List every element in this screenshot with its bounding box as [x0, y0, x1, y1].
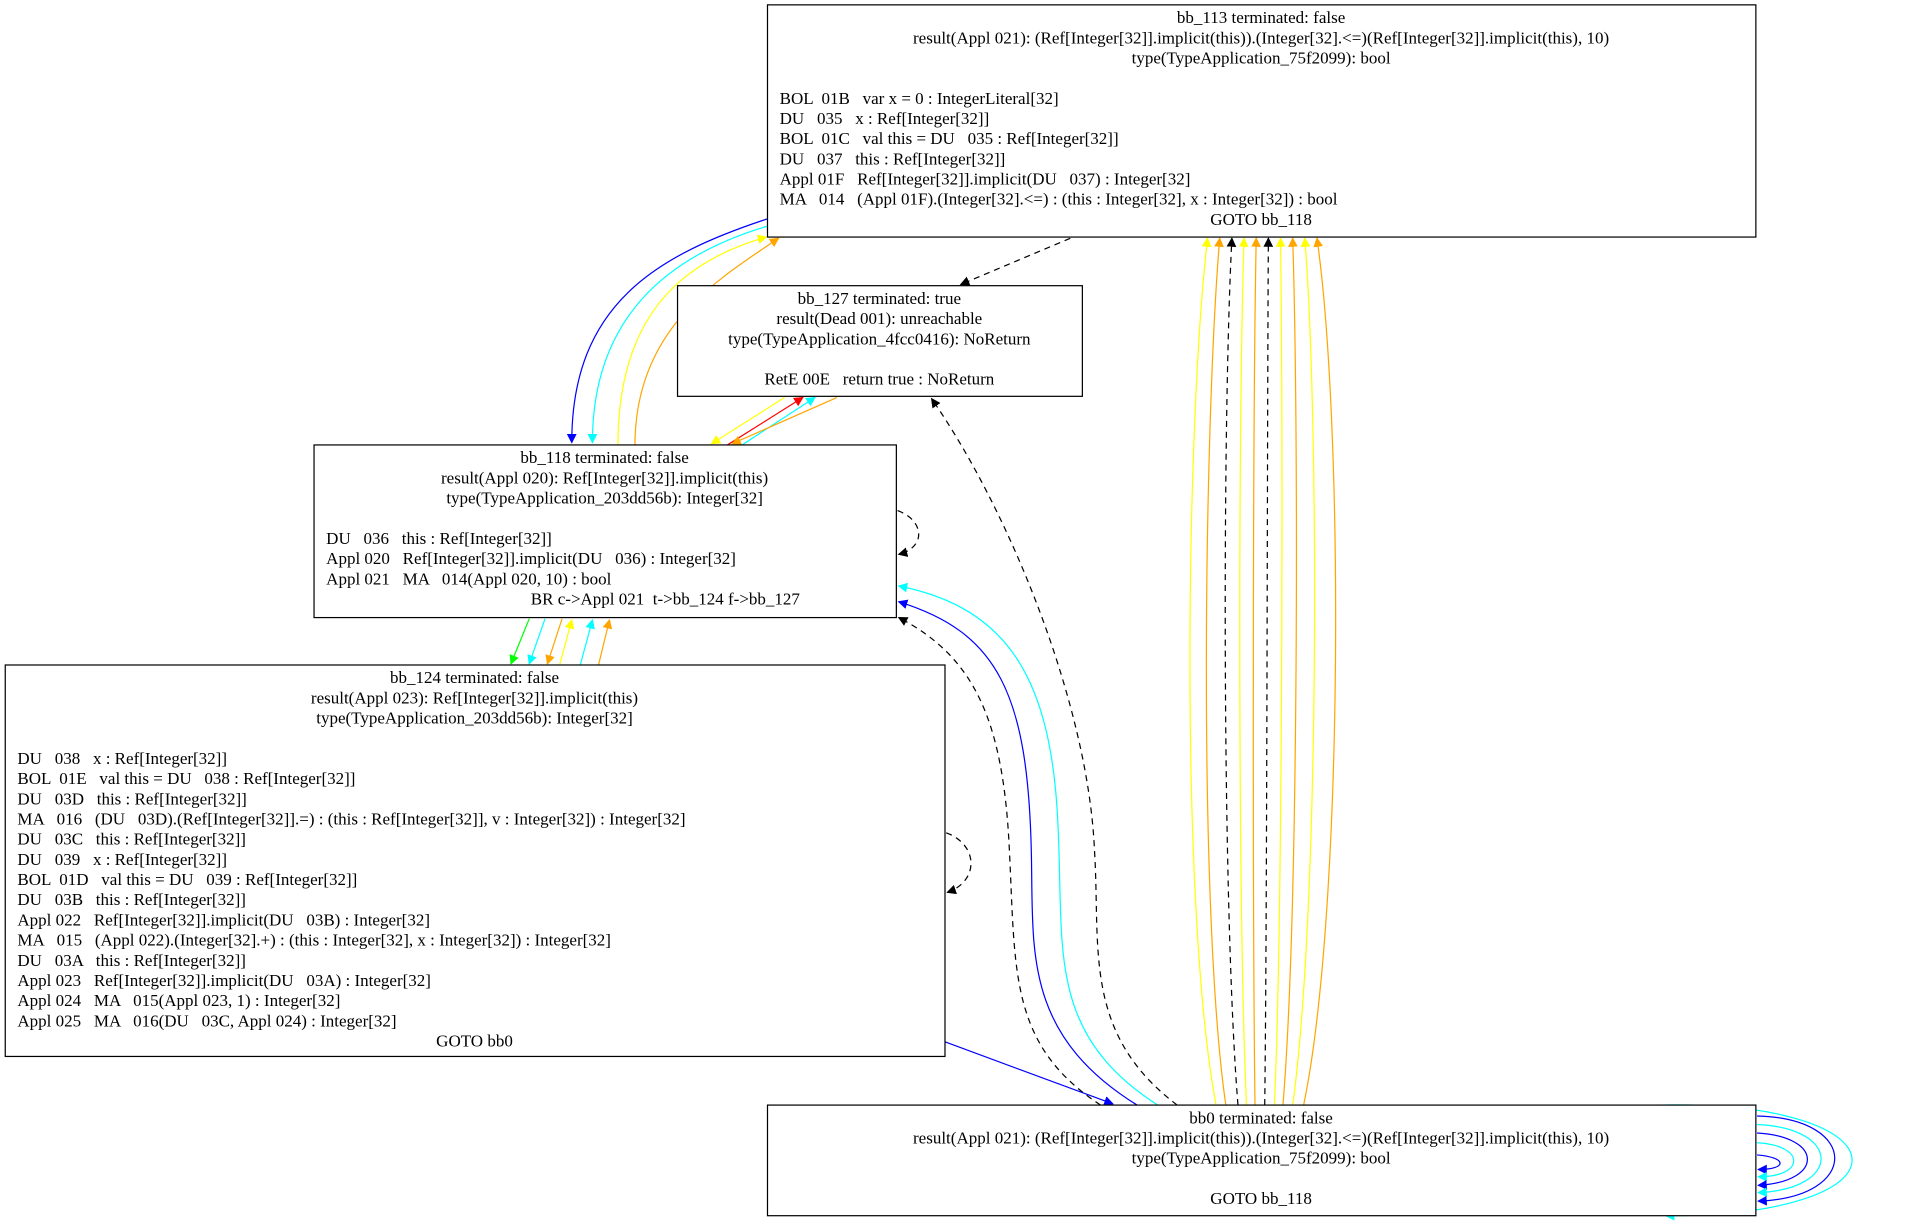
node-instruction: Appl 022 Ref[Integer[32]].implicit(DU 03… [17, 910, 430, 929]
edge-bb124-bb118-yellow [559, 618, 575, 666]
node-box [766, 1104, 1757, 1217]
node-result: result(Appl 020): Ref[Integer[32]].impli… [441, 468, 768, 487]
node-instruction: DU 037 this : Ref[Integer[32]] [780, 149, 1006, 168]
node-type: type(TypeApplication_75f2099): bool [1132, 1149, 1391, 1168]
edge-bb0-bb113-orange-4 [1303, 237, 1337, 1106]
edge-bb0-self-5 [1757, 1115, 1836, 1206]
edge-bb124-self [945, 832, 972, 895]
node-instruction: DU 035 x : Ref[Integer[32]] [780, 109, 990, 128]
edge-bb0-bb113-black-1 [1224, 237, 1239, 1106]
node-box [676, 285, 1083, 397]
node-terminator: GOTO bb_118 [1210, 210, 1312, 229]
edge-bb124-bb118-cyan [579, 618, 595, 666]
edge-bb0-bb113-yellow-1 [1189, 237, 1217, 1106]
edge-bb113-bb127 [959, 237, 1071, 286]
edge-bb0-bb113-orange-3 [1282, 237, 1298, 1106]
node-instruction: Appl 025 MA 016(DU 03C, Appl 024) : Inte… [17, 1011, 396, 1030]
edge-bb0-bb113-yellow-3 [1273, 237, 1286, 1106]
node-title: bb0 terminated: false [1189, 1108, 1333, 1127]
node-instruction: BOL 01E val this = DU 038 : Ref[Integer[… [17, 769, 355, 788]
edge-bb118-bb124-orange [545, 618, 563, 665]
node-title: bb_127 terminated: true [798, 289, 961, 308]
node-terminator: BR c->Appl 021 t->bb_124 f->bb_127 [531, 589, 801, 608]
edge-bb0-bb113-yellow-4 [1292, 237, 1316, 1106]
edge-bb127-bb118-yellow [710, 397, 785, 445]
edge-bb0-self-4 [1757, 1123, 1822, 1198]
node-type: type(TypeApplication_75f2099): bool [1132, 48, 1391, 67]
node-instruction: DU 03D this : Ref[Integer[32]] [17, 789, 246, 808]
node-instruction: MA 014 (Appl 01F).(Integer[32].<=) : (th… [780, 190, 1338, 209]
node-instruction: Appl 021 MA 014(Appl 020, 10) : bool [326, 569, 611, 588]
edge-bb124-bb118-orange [597, 618, 613, 666]
edge-bb0-bb113-yellow-2 [1238, 237, 1249, 1106]
node-terminator: GOTO bb0 [436, 1031, 513, 1050]
node-instruction: BOL 01D val this = DU 039 : Ref[Integer[… [17, 870, 357, 889]
edge-bb0-bb118-blue [897, 599, 1138, 1106]
node-instruction: BOL 01C val this = DU 035 : Ref[Integer[… [780, 129, 1119, 148]
node-result: result(Appl 021): (Ref[Integer[32]].impl… [913, 28, 1609, 47]
node-instruction: DU 039 x : Ref[Integer[32]] [17, 850, 227, 869]
node-instruction: MA 015 (Appl 022).(Integer[32].+) : (thi… [17, 931, 611, 950]
node-instruction: DU 03A this : Ref[Integer[32]] [17, 951, 246, 970]
node-instruction: Appl 023 Ref[Integer[32]].implicit(DU 03… [17, 971, 431, 990]
node-terminator: GOTO bb_118 [1210, 1189, 1312, 1208]
node-title: bb_113 terminated: false [1177, 8, 1345, 27]
node-instruction: DU 03C this : Ref[Integer[32]] [17, 830, 246, 849]
node-instruction: BOL 01B var x = 0 : IntegerLiteral[32] [780, 89, 1059, 108]
node-box [766, 4, 1757, 238]
edge-bb0-bb113-orange-2 [1251, 237, 1261, 1106]
node-instruction: DU 038 x : Ref[Integer[32]] [17, 749, 227, 768]
edge-bb118-bb124-green [509, 618, 530, 665]
node-instruction: Appl 020 Ref[Integer[32]].implicit(DU 03… [326, 549, 736, 568]
node-box [4, 664, 946, 1058]
node-title: bb_118 terminated: false [520, 448, 688, 467]
edge-bb0-bb127 [930, 397, 1178, 1106]
node-instruction: MA 016 (DU 03D).(Ref[Integer[32]].=) : (… [17, 809, 685, 828]
edge-bb118-bb127-red [727, 396, 804, 446]
node-type: type(TypeApplication_203dd56b): Integer[… [446, 489, 763, 508]
edge-bb118-bb124-cyan [527, 618, 546, 665]
edge-bb113-bb118-blue [566, 218, 768, 444]
node-type: type(TypeApplication_203dd56b): Integer[… [316, 709, 633, 728]
edge-bb118-bb113-yellow [617, 234, 768, 445]
edge-bb0-bb118-cyan [897, 582, 1159, 1106]
node-result: result(Appl 021): (Ref[Integer[32]].impl… [913, 1128, 1609, 1147]
edge-bb118-self [897, 510, 920, 557]
edge-bb127-bb118-orange [731, 396, 838, 445]
edge-bb118-bb127-cyan [741, 396, 816, 446]
edge-bb0-self-2 [1757, 1142, 1795, 1182]
edge-bb0-bb113-orange-1 [1205, 237, 1227, 1106]
node-result: result(Appl 023): Ref[Integer[32]].impli… [311, 688, 638, 707]
node-box [313, 444, 897, 619]
node-instruction: Appl 024 MA 015(Appl 023, 1) : Integer[3… [17, 991, 340, 1010]
edge-bb113-bb118-cyan [587, 225, 768, 444]
edge-bb0-bb113-black-2 [1263, 237, 1274, 1106]
node-terminator: RetE 00E return true : NoReturn [764, 370, 994, 389]
edge-bb0-self-3 [1757, 1132, 1808, 1190]
node-instruction: Appl 01F Ref[Integer[32]].implicit(DU 03… [780, 170, 1191, 189]
edge-bb0-self-1 [1757, 1154, 1781, 1175]
node-instruction: DU 03B this : Ref[Integer[32]] [17, 890, 246, 909]
node-instruction: DU 036 this : Ref[Integer[32]] [326, 529, 552, 548]
node-result: result(Dead 001): unreachable [776, 309, 982, 328]
edge-bb124-bb0 [944, 1041, 1114, 1106]
node-title: bb_124 terminated: false [390, 668, 559, 687]
edges [509, 218, 1853, 1221]
node-type: type(TypeApplication_4fcc0416): NoReturn [728, 329, 1031, 348]
